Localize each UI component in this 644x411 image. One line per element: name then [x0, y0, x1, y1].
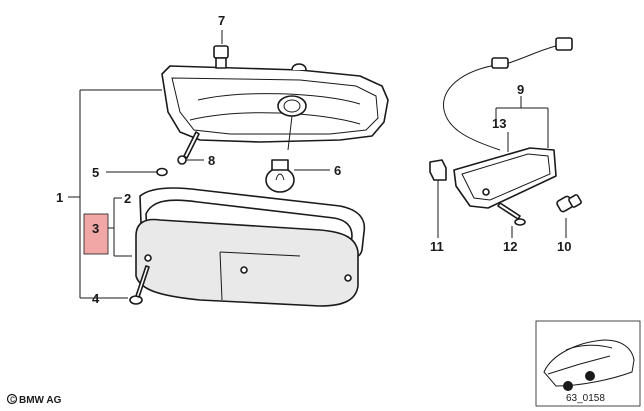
bulb-part-6: [265, 159, 295, 193]
callout-8: 8: [208, 153, 215, 168]
callout-11: 11: [430, 239, 444, 254]
callout-3: 3: [92, 221, 99, 236]
connector-part-7: [213, 45, 229, 69]
callout-6: 6: [334, 163, 341, 178]
callout-2: 2: [124, 191, 131, 206]
callout-7: 7: [218, 13, 225, 28]
clip-part-11: [429, 159, 447, 181]
callout-3-highlight: [83, 213, 109, 255]
screw-part-12: [497, 202, 526, 226]
callout-1: 1: [56, 190, 63, 205]
callout-13: 13: [492, 116, 506, 131]
callout-12: 12: [503, 239, 517, 254]
screw-part-4: [129, 265, 150, 305]
lamp-housing: [161, 63, 389, 151]
bulb-part-10: [556, 194, 582, 213]
side-marker-light: [443, 37, 573, 209]
callout-10: 10: [557, 239, 571, 254]
callout-4: 4: [92, 291, 100, 306]
nut-part-5: [156, 167, 168, 177]
diagram-code: 63_0158: [566, 393, 605, 404]
callout-labels: 1 2 3 4 5 6 7 8 9 10 11 12 13: [56, 13, 571, 306]
screw-part-8: [177, 131, 200, 165]
callout-5: 5: [92, 165, 99, 180]
brand-mark: c BMW AG: [6, 393, 62, 406]
vehicle-inset: 63_0158: [535, 320, 641, 407]
svg-text:c: c: [10, 394, 15, 405]
callout-9: 9: [517, 82, 524, 97]
lens-part-3: [135, 218, 359, 307]
brand-name: BMW AG: [19, 395, 62, 406]
